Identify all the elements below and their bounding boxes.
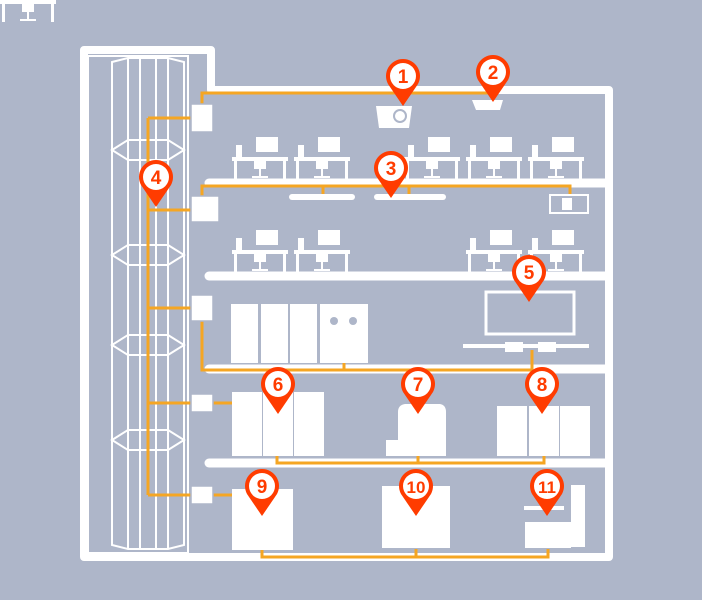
marker-label: 1 [398,67,409,88]
marker-7[interactable]: 7 [401,367,435,414]
exit-sign-icon [549,194,589,214]
marker-label: 5 [524,263,535,284]
ceiling-light-icon [289,194,355,200]
marker-label: 3 [386,159,397,180]
marker-label: 4 [151,168,162,189]
junction-boxes [190,103,220,505]
office-desks [0,0,56,22]
markers: 1 2 3 4 5 6 7 8 9 10 11 [139,54,564,516]
switchgear-icon [232,392,324,456]
marker-2[interactable]: 2 [476,54,510,102]
marker-10[interactable]: 10 [398,469,434,516]
marker-label: 6 [273,375,284,396]
junction-box-icon [190,103,214,133]
server-racks-icon [231,304,368,363]
chiller-icon [497,406,590,456]
generator-icon [398,404,446,456]
marker-5[interactable]: 5 [512,255,546,302]
marker-11[interactable]: 11 [530,469,564,516]
marker-1[interactable]: 1 [386,58,421,106]
marker-label: 11 [538,478,556,497]
junction-box-icon [190,294,214,322]
ceiling-light-icon [374,194,446,200]
marker-label: 10 [407,478,426,497]
ceiling-detector-icon [472,100,503,110]
marker-9[interactable]: 9 [244,469,279,516]
marker-3[interactable]: 3 [374,151,408,198]
keypad-panel-icon [190,195,220,223]
marker-label: 8 [537,375,548,396]
elevator-shaft-icon [87,55,189,554]
marker-6[interactable]: 6 [261,367,296,414]
marker-label: 2 [488,63,499,84]
pump-unit-icon [524,485,585,548]
marker-4[interactable]: 4 [139,159,174,207]
building-outline [80,46,613,561]
marker-label: 7 [413,375,424,396]
marker-label: 9 [257,477,268,498]
junction-box-icon [190,485,214,505]
junction-box-icon [190,393,214,413]
marker-8[interactable]: 8 [525,367,559,414]
